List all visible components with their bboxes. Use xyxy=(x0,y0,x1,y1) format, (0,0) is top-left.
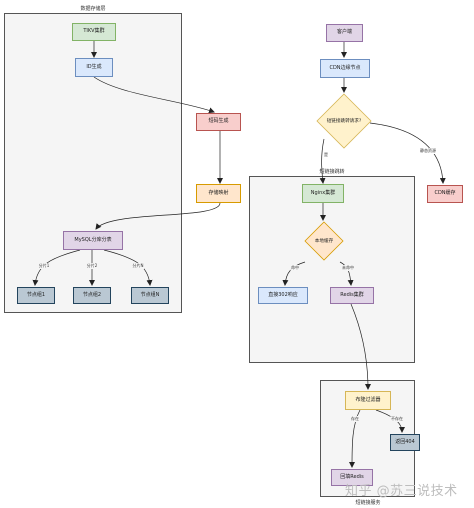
decision-label: 短链接跳转请求? xyxy=(326,119,362,124)
edge-label-shard-1: 分片1 xyxy=(38,263,50,269)
local-cache-decision[interactable] xyxy=(304,221,344,261)
cdn-cache-node[interactable]: CDN缓存 xyxy=(427,185,463,203)
cdn-edge-node[interactable]: CDN边缘节点 xyxy=(320,59,370,78)
shard-n-node[interactable]: 节点组N xyxy=(131,287,169,304)
edge-label-hit: 命中 xyxy=(290,265,300,271)
edge-redis-to-bloom xyxy=(350,303,371,390)
backfill-redis-node[interactable]: 回填Redis xyxy=(331,469,373,486)
edge-label-shard-n: 分片N xyxy=(132,263,144,269)
watermark-text: 知乎 @苏三说技术 xyxy=(345,484,458,499)
edge-id-to-shortcode xyxy=(93,76,215,114)
edge-decision-to-nginx xyxy=(319,138,326,184)
edge-label-static-resource: 静态资源 xyxy=(419,148,437,154)
redirect-302-node[interactable]: 直接302响应 xyxy=(258,287,308,304)
local-cache-diamond-shape xyxy=(304,221,344,261)
edge-bloom-to-backfill xyxy=(349,409,361,468)
redirect-group-title: 短链接跳转 xyxy=(319,169,345,175)
shard-2-node[interactable]: 节点组2 xyxy=(73,287,111,304)
edge-decision-to-cdncache xyxy=(369,122,446,184)
storage-layer-title: 数据存储层 xyxy=(80,6,106,12)
decision-diamond-shape xyxy=(316,93,372,149)
client-node[interactable]: 客户端 xyxy=(326,24,363,42)
edge-store-to-mysql xyxy=(95,202,221,230)
tikv-cluster-node[interactable]: TIKV集群 xyxy=(72,23,116,41)
edge-label-exists: 存在 xyxy=(350,416,360,422)
redis-cluster-node[interactable]: Redis集群 xyxy=(330,287,374,304)
bloom-filter-node[interactable]: 布隆过滤器 xyxy=(345,391,391,410)
short-link-request-decision[interactable] xyxy=(316,93,372,149)
nginx-cluster-node[interactable]: Nginx集群 xyxy=(302,184,344,203)
edge-label-yes: 是 xyxy=(323,152,329,158)
return-404-node[interactable]: 返回404 xyxy=(390,434,420,451)
local-cache-label: 本地缓存 xyxy=(314,239,334,244)
short-code-generate-node[interactable]: 短码生成 xyxy=(196,113,241,131)
store-mapping-node[interactable]: 存储映射 xyxy=(196,184,241,203)
shard-1-node[interactable]: 节点组1 xyxy=(17,287,55,304)
edge-label-miss: 未命中 xyxy=(341,265,355,271)
short-link-service-title: 短链接服务 xyxy=(355,500,381,506)
edge-label-shard-2: 分片2 xyxy=(86,263,98,269)
edge-label-not-exists: 不存在 xyxy=(390,416,404,422)
mysql-sharding-node[interactable]: MySQL分库分表 xyxy=(63,231,123,250)
id-generate-node[interactable]: ID生成 xyxy=(75,58,113,77)
redirect-group xyxy=(249,176,415,363)
